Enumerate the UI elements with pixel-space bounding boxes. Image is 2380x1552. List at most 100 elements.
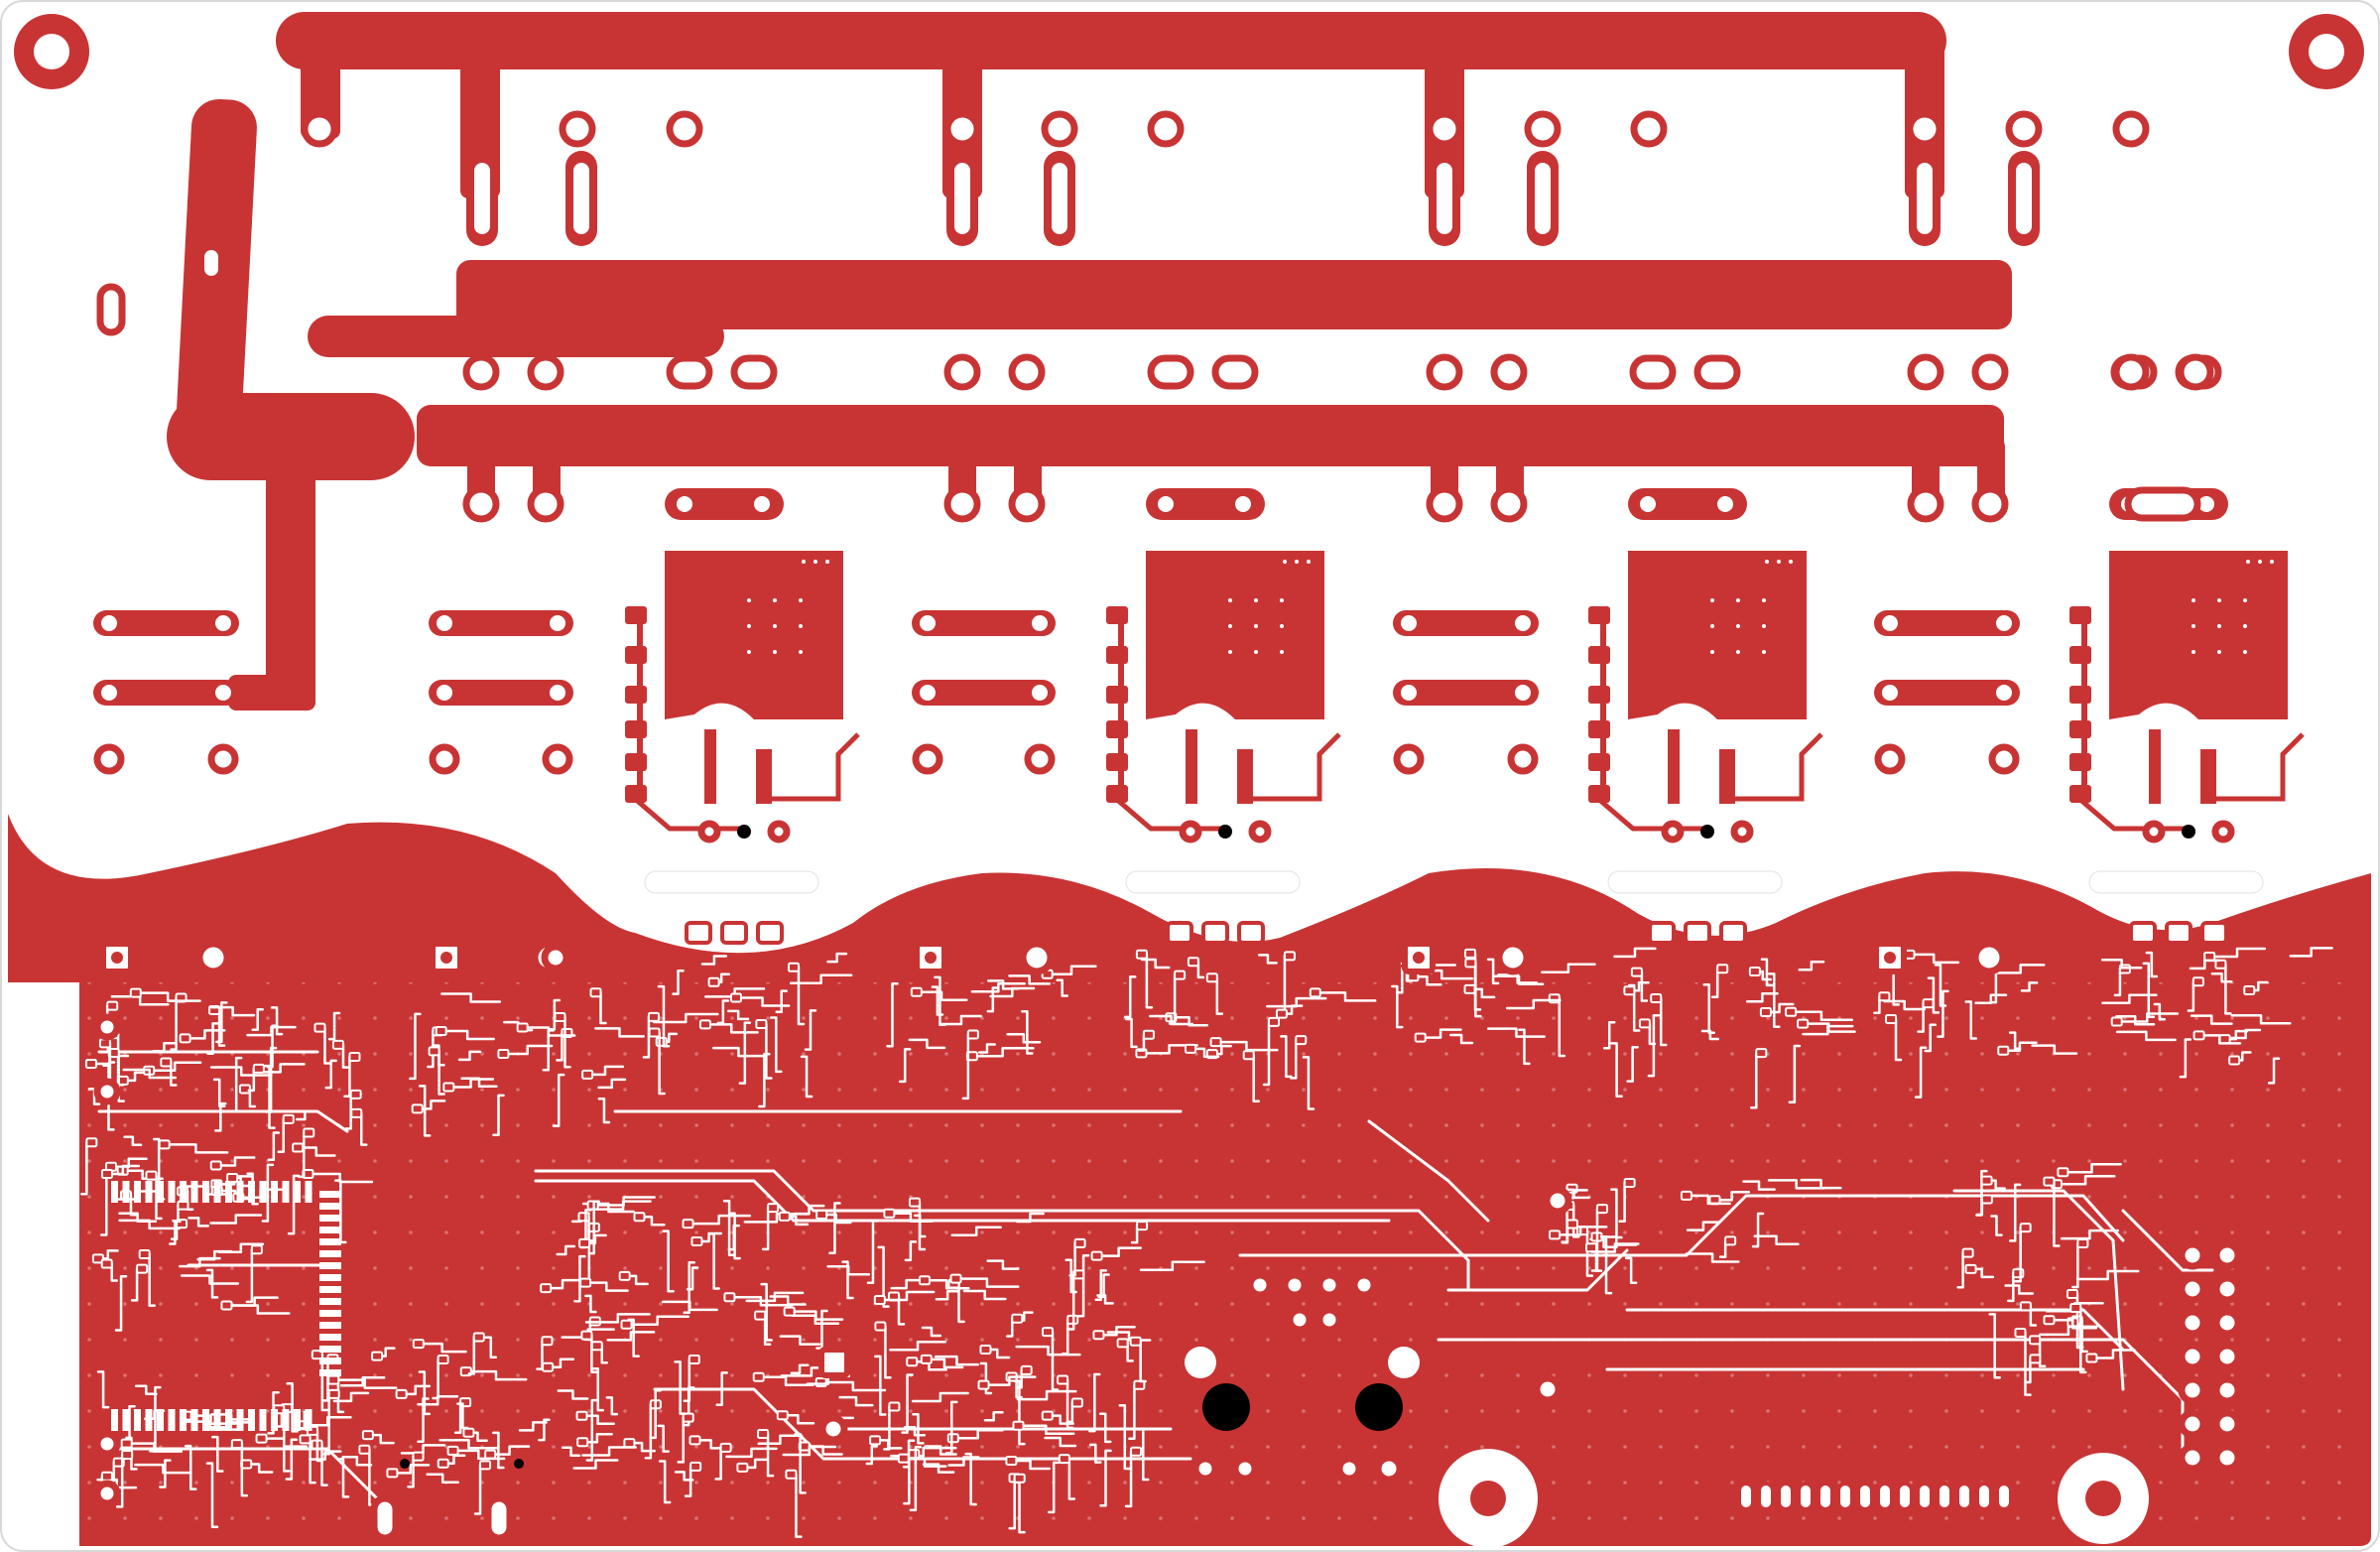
- lower-ring-pad: [1907, 485, 1944, 523]
- mid-slot-pad: [1147, 354, 1194, 390]
- mid-slot-pad: [1211, 354, 1259, 390]
- edge-connector-pad: [2212, 1274, 2242, 1304]
- mid-ring-pad: [527, 353, 564, 391]
- header-pin: [1816, 1482, 1834, 1511]
- mid-slot-pad: [730, 354, 778, 390]
- header-pin: [1975, 1482, 1993, 1511]
- cell-pin-pad: [767, 820, 791, 843]
- round-pad: [1019, 940, 1055, 975]
- pot-pad: [1246, 1271, 1274, 1299]
- lead-bar-pad: [1874, 680, 2020, 706]
- lower-ring-pad: [943, 485, 981, 523]
- edge-connector-pad: [2212, 1409, 2242, 1439]
- lead-bar-pad: [93, 680, 239, 706]
- mid-busbar-2: [417, 405, 2004, 466]
- header-pin: [1777, 1482, 1795, 1511]
- lower-ring-pad: [1490, 485, 1528, 523]
- top-busbar: [276, 12, 1946, 69]
- drill-hole-right: [1355, 1383, 1403, 1431]
- mid-ring-pad: [462, 353, 500, 391]
- left-edge-pad: [93, 1430, 121, 1458]
- misc-pad: [1543, 1186, 1572, 1216]
- header-pin: [1856, 1482, 1874, 1511]
- power-cell: [1588, 551, 1823, 945]
- left-edge-pad: [93, 1078, 121, 1105]
- edge-connector-pad: [2178, 1342, 2207, 1371]
- terminal-pad: [1335, 1455, 1363, 1483]
- top-ring-pad: [943, 110, 981, 148]
- lower-ring-pad: [462, 485, 500, 523]
- mounting-holes: [14, 14, 2364, 1548]
- mid-slot-pad: [1693, 354, 1741, 390]
- lower-ring-pad: [1971, 485, 2009, 523]
- lead-bar-pad: [912, 610, 1056, 636]
- mid-ring-pad: [1008, 353, 1046, 391]
- lower-ring-pad: [1426, 485, 1463, 523]
- mid-ring-pad: [943, 353, 981, 391]
- power-cell: [1106, 551, 1341, 945]
- misc-pad: [818, 1414, 848, 1444]
- lead-ring-pad: [1874, 743, 1906, 775]
- round-pad: [1971, 940, 2007, 975]
- top-ring-pad: [1906, 110, 1943, 148]
- lead-bar-pad: [429, 680, 573, 706]
- lead-bar-pad: [1393, 610, 1539, 636]
- misc-pad: [1374, 1454, 1404, 1484]
- header-pin: [1916, 1482, 1934, 1511]
- cell-pin-pad: [1248, 820, 1272, 843]
- top-ring-pad: [1630, 110, 1668, 148]
- link-pad: [1628, 488, 1747, 520]
- lead-ring-pad: [207, 743, 239, 775]
- lead-ring-pad: [912, 743, 943, 775]
- edge-connector-pad: [2212, 1308, 2242, 1338]
- mid-busbar-1: [456, 260, 2012, 329]
- lead-ring-pad: [93, 743, 125, 775]
- lower-ring-pad: [527, 485, 564, 523]
- through-hole-pads: [93, 110, 2228, 775]
- terminal-pad: [1191, 1455, 1219, 1483]
- pot-pad: [1350, 1271, 1378, 1299]
- top-ring-pad: [1426, 110, 1463, 148]
- edge-connector-pad: [2178, 1240, 2207, 1270]
- header-pin: [1757, 1482, 1775, 1511]
- mid-slot-pad: [1629, 354, 1677, 390]
- cap-slot-pad: [484, 1494, 514, 1542]
- power-cells: [625, 551, 2305, 945]
- cell-pin-pad: [697, 820, 721, 843]
- edge-connector-pad: [2212, 1240, 2242, 1270]
- lead-bar-pad: [1874, 610, 2020, 636]
- drill-hole-left: [1202, 1383, 1250, 1431]
- mid-ring-pad: [1907, 353, 1944, 391]
- edge-connector-pad: [2212, 1375, 2242, 1405]
- pot-pad: [1315, 1306, 1343, 1334]
- round-pad: [195, 940, 231, 975]
- pot-pad: [1281, 1271, 1309, 1299]
- top-ring-pad: [2112, 110, 2150, 148]
- mid-ring-pad: [1971, 353, 2009, 391]
- mid-ring-pad: [1426, 353, 1463, 391]
- top-ring-pad: [1147, 110, 1185, 148]
- top-ring-pad: [559, 110, 596, 148]
- mid-ring-pad: [2112, 353, 2150, 391]
- edge-connector-pad: [2178, 1443, 2207, 1473]
- left-edge-pad: [93, 1013, 121, 1041]
- edge-connector-pad: [2178, 1409, 2207, 1439]
- cell-pin-pad: [1730, 820, 1754, 843]
- top-ring-pad: [2005, 110, 2043, 148]
- header-pin: [1995, 1482, 2013, 1511]
- header-pin: [1896, 1482, 1914, 1511]
- cell-pin-pad: [1661, 820, 1685, 843]
- pot-pad: [1315, 1271, 1343, 1299]
- top-ring-pad: [666, 110, 703, 148]
- pot-pad: [1286, 1306, 1314, 1334]
- terminal-pad: [1231, 1455, 1259, 1483]
- lower-ring-pad: [1008, 485, 1046, 523]
- left-edge-pad: [93, 1480, 121, 1507]
- link-pad: [665, 488, 784, 520]
- left-vertical-bus: [176, 98, 257, 457]
- lead-ring-pad: [1393, 743, 1425, 775]
- mid-slot-pad: [666, 354, 713, 390]
- misc-pad: [1533, 1374, 1563, 1404]
- mid-ring-pad: [1490, 353, 1528, 391]
